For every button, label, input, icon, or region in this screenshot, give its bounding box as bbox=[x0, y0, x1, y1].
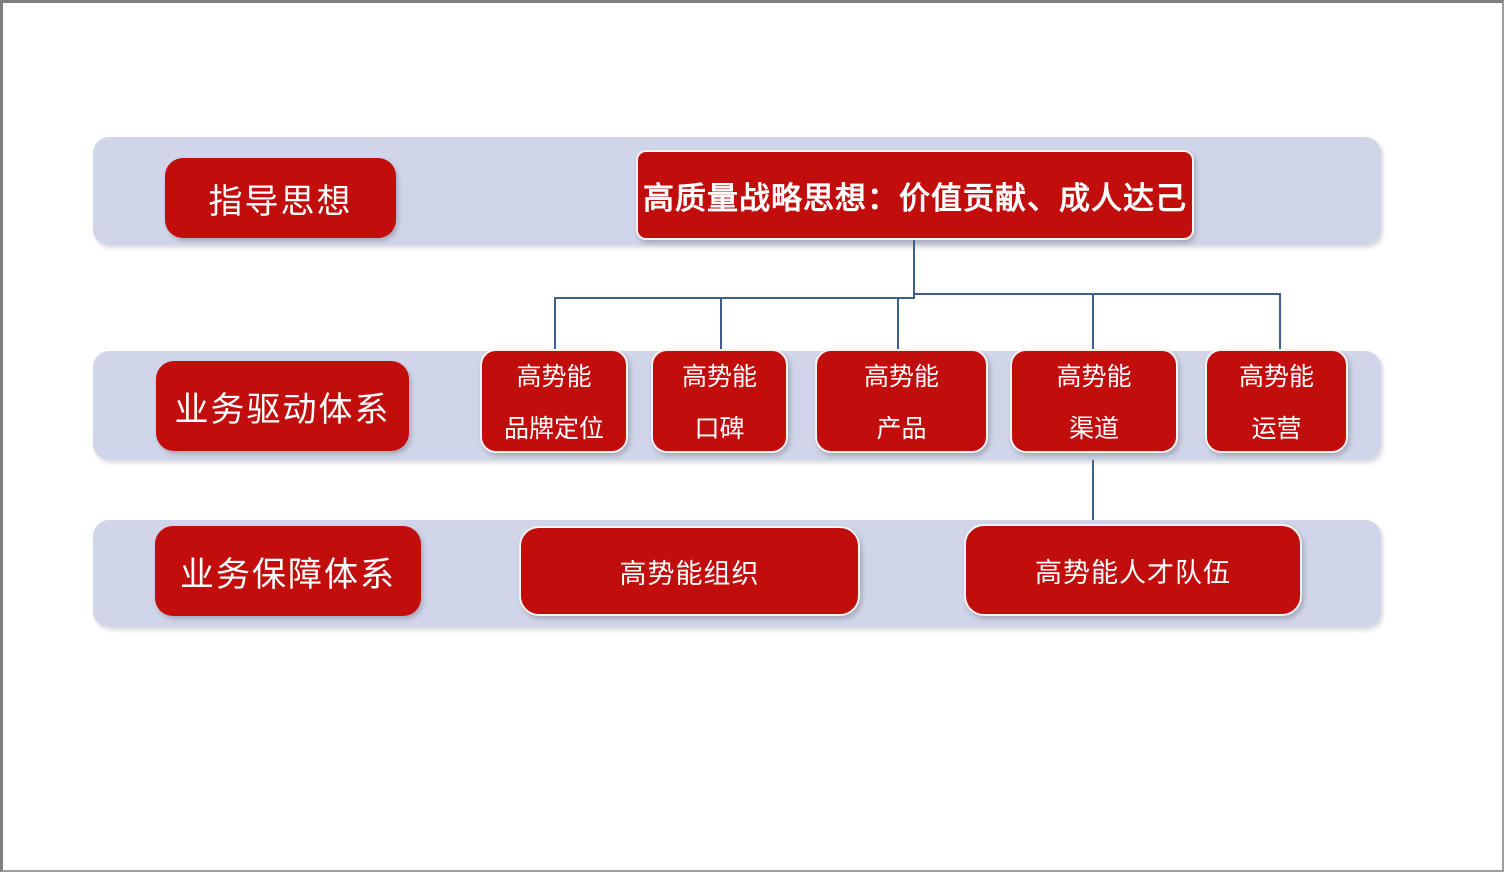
capability-box-reputation: 高势能 口碑 bbox=[651, 349, 788, 453]
capability-box-line1: 高势能 bbox=[863, 363, 939, 391]
capability-box-line1: 高势能 bbox=[1056, 363, 1132, 391]
connector-horizontal-right bbox=[913, 293, 1281, 295]
capability-box-line1: 高势能 bbox=[681, 363, 757, 391]
connector-horizontal-left bbox=[554, 297, 915, 299]
label-business-guarantee: 业务保障体系 bbox=[155, 526, 421, 616]
connector-drop-product bbox=[897, 297, 899, 351]
connector-drop-operation bbox=[1279, 293, 1281, 351]
capability-box-brand-positioning: 高势能 品牌定位 bbox=[480, 349, 628, 453]
capability-box-line2: 渠道 bbox=[1068, 415, 1119, 443]
connector-stem bbox=[913, 240, 915, 299]
capability-box-line2: 运营 bbox=[1251, 415, 1302, 443]
capability-box-line2: 品牌定位 bbox=[503, 415, 604, 443]
capability-box-line2: 产品 bbox=[876, 415, 927, 443]
guarantee-box-talent-team: 高势能人才队伍 bbox=[964, 524, 1302, 616]
connector-drop-reputation bbox=[720, 297, 722, 351]
capability-box-line2: 口碑 bbox=[694, 415, 745, 443]
label-guiding-thought-text: 指导思想 bbox=[208, 182, 353, 221]
label-business-guarantee-text: 业务保障体系 bbox=[180, 555, 396, 594]
connector-drop-brand bbox=[554, 297, 556, 351]
capability-box-channel: 高势能 渠道 bbox=[1010, 349, 1178, 453]
guarantee-box-talent-team-text: 高势能人才队伍 bbox=[1035, 557, 1231, 588]
label-business-driving-text: 业务驱动体系 bbox=[174, 390, 391, 429]
guarantee-box-organization: 高势能组织 bbox=[519, 526, 860, 616]
label-guiding-thought: 指导思想 bbox=[165, 158, 396, 238]
strategy-title-box: 高质量战略思想：价值贡献、成人达己 bbox=[636, 150, 1194, 240]
connector-drop-channel bbox=[1092, 293, 1094, 351]
capability-box-operation: 高势能 运营 bbox=[1205, 349, 1348, 453]
label-business-driving: 业务驱动体系 bbox=[156, 361, 409, 451]
strategy-title-text: 高质量战略思想：价值贡献、成人达己 bbox=[643, 180, 1187, 216]
capability-box-line1: 高势能 bbox=[516, 363, 592, 391]
guarantee-box-organization-text: 高势能组织 bbox=[619, 558, 760, 589]
connector-channel-to-talent bbox=[1092, 453, 1094, 520]
capability-box-line1: 高势能 bbox=[1238, 363, 1314, 391]
capability-box-product: 高势能 产品 bbox=[815, 349, 988, 453]
